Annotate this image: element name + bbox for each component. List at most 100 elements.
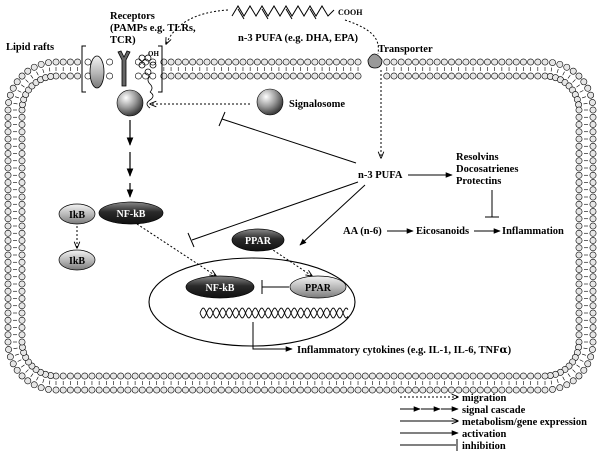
lipid-head [146,372,153,380]
lipid-head [575,157,583,165]
lipid-head [426,58,434,66]
lipid-head [563,63,571,71]
lipid-head [455,372,463,380]
lipid-head [275,372,283,380]
lipid-head [196,58,204,66]
lipid-head [340,372,348,380]
lipid-head [333,72,340,80]
lipid-raft-bracket [81,45,163,93]
lipid-head [575,258,583,266]
lipid-head [225,58,232,66]
lipid-head [18,72,26,80]
lipid-tail [572,369,576,373]
lipid-head [4,215,12,223]
lipid-head [232,58,240,66]
lipid-head [347,58,355,66]
lipid-head [268,386,276,394]
cytokines-text: Inflammatory cytokines (e.g. IL-1, IL-6,… [297,345,500,356]
transporter-icon [367,53,383,69]
lipid-tail [42,69,45,74]
lipid-head [138,386,146,394]
lipid-head [268,58,276,66]
lipid-head [448,372,455,380]
lipid-head [167,72,175,80]
lipid-tail [36,71,39,76]
lipid-head [534,72,542,80]
lipid-head [304,386,312,394]
lipid-head [440,72,448,80]
legend-migration: migration [400,393,506,404]
receptors-label-line2: (PAMPs e.g. TLRs, [110,23,196,34]
gene-expression-arrow [252,322,293,352]
lipid-head [369,386,376,394]
lipid-head [440,386,448,394]
lipid-head [4,113,12,121]
lipid-head [575,295,583,302]
lipid-head [4,251,12,259]
lipid-head [549,59,556,66]
lipid-head [261,58,268,66]
lipid-head [4,150,12,157]
lipid-head [4,164,12,172]
raft-lipid-head [84,58,92,66]
lipid-head [275,58,283,66]
lipid-head [575,150,583,157]
legend-inhibition-label: inhibition [462,441,506,452]
lipid-head [74,372,81,380]
lipid-head [575,280,583,288]
pufa-top-label: n-3 PUFA (e.g. DHA, EPA) [238,33,359,44]
lipid-head [575,302,583,310]
lipid-head [217,58,225,66]
lipid-head [88,372,96,380]
lipid-head [232,72,240,80]
lipid-head [549,386,556,393]
lipid-head [512,372,520,380]
lipid-head [30,63,38,71]
legend-migration-label: migration [462,393,506,404]
lipid-head [13,78,21,86]
lipid-tail [15,96,20,99]
signalosome-complex-icon [116,89,144,117]
lipid-head [390,72,398,80]
lipid-head [4,287,12,295]
lipid-head [18,142,26,150]
dna-strand-2 [199,307,349,319]
lipid-head [37,60,45,68]
lipid-head [318,58,326,66]
lipid-head [18,157,26,165]
lipid-head [196,72,204,80]
ppar-nucleus-label: PPAR [305,283,332,294]
cytokines-close: ) [508,345,512,356]
ikb-protein [58,203,96,225]
cell-membrane [4,58,597,394]
lipid-head [18,237,26,244]
lipid-rafts-label: Lipid rafts [6,42,54,53]
lipid-head [4,171,12,179]
lipid-head [383,58,391,66]
lipid-head [18,222,26,230]
lipid-head [160,372,168,380]
lipid-head [282,72,290,80]
lipid-head [174,372,182,380]
lipid-head [589,171,597,179]
lipid-head [66,386,74,394]
lipid-head [297,72,304,80]
ikb-label: IkB [69,210,85,221]
lipid-head [340,72,348,80]
lipid-head [589,244,597,252]
lipid-tail [21,364,25,368]
alpha-symbol: α [500,344,508,356]
lipid-head [311,72,319,80]
lipid-head [4,309,12,317]
lipid-head [440,372,448,380]
cytokines-label: Inflammatory cytokines (e.g. IL-1, IL-6,… [297,344,512,356]
lipid-head [253,372,261,380]
lipid-head [47,73,55,80]
lipid-head [253,386,261,394]
lipid-head [225,372,232,380]
lipid-head [520,72,527,80]
lipid-tail [550,67,553,72]
lipid-head [5,99,12,106]
lipid-head [569,377,577,385]
lipid-head [575,273,583,281]
